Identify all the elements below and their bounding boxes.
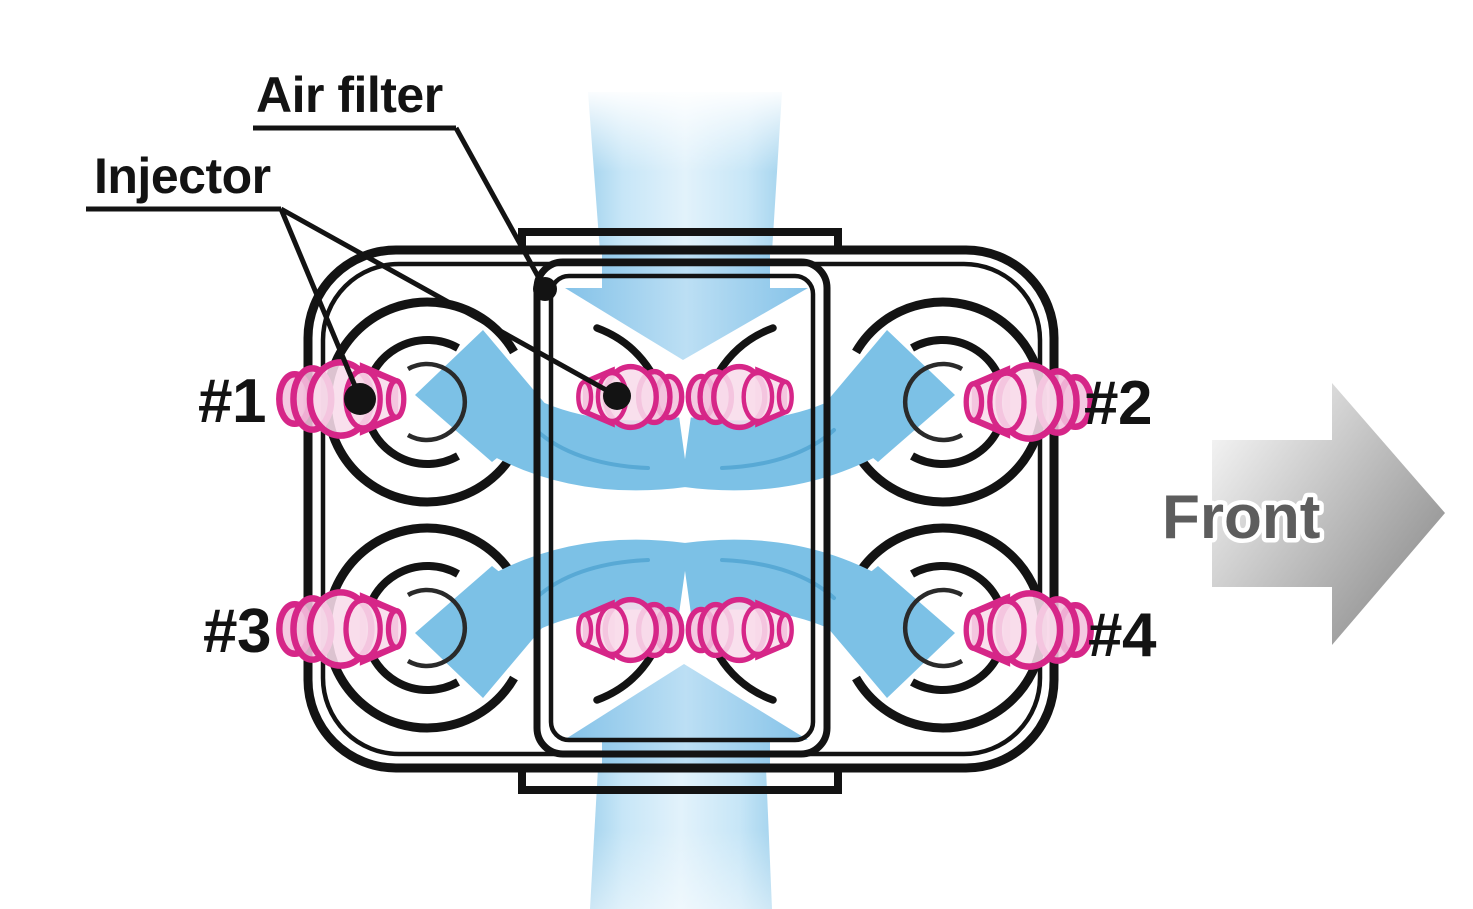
bottom-tab-outline [518, 766, 842, 794]
injector-cyl1-outer [279, 362, 403, 435]
intake-beam-top [580, 88, 788, 252]
cylinder-2-label: #2 [1084, 369, 1152, 438]
injector-cyl3-outer [279, 592, 403, 665]
swirl-flow-arrow-top-right-icon [681, 330, 955, 491]
air-filter-box [533, 258, 831, 758]
cylinder-4-label: #4 [1088, 601, 1157, 670]
air-filter-label: Air filter [256, 67, 443, 123]
injector-label: Injector [94, 148, 271, 204]
injector-leader-dot-2 [603, 382, 631, 410]
cylinder-3-label: #3 [203, 597, 271, 666]
injector-leader-dot-1 [344, 383, 376, 415]
swirl-flow-arrow-top-left-icon [415, 330, 689, 491]
inner-swirl-arcs [406, 361, 964, 669]
engine-body-outline [303, 245, 1059, 773]
air-filter-leader-dot [533, 277, 557, 301]
injector-leader-line-2 [279, 206, 619, 399]
injector-cyl4-outer [966, 593, 1090, 666]
injector-cyl2-inner [688, 367, 791, 428]
intake-runner-curves [593, 324, 777, 704]
front-direction-arrow-icon [1212, 383, 1445, 645]
airflow-arrow-up-icon [564, 664, 808, 770]
front-label: Front [1162, 483, 1320, 552]
top-tab-outline [518, 228, 842, 252]
cylinder-1-label: #1 [198, 367, 266, 436]
exit-beam-bottom [584, 768, 778, 909]
airflow-arrow-down-icon [565, 252, 808, 360]
air-filter-leader-line [453, 126, 548, 291]
injector-cyl2-outer [966, 365, 1090, 438]
injector-leader-line-1 [278, 208, 363, 399]
injector-cyl4-inner [688, 600, 791, 661]
injector-cyl3-inner [578, 600, 681, 661]
swirl-flow-arrow-bottom-left-icon [415, 539, 689, 698]
